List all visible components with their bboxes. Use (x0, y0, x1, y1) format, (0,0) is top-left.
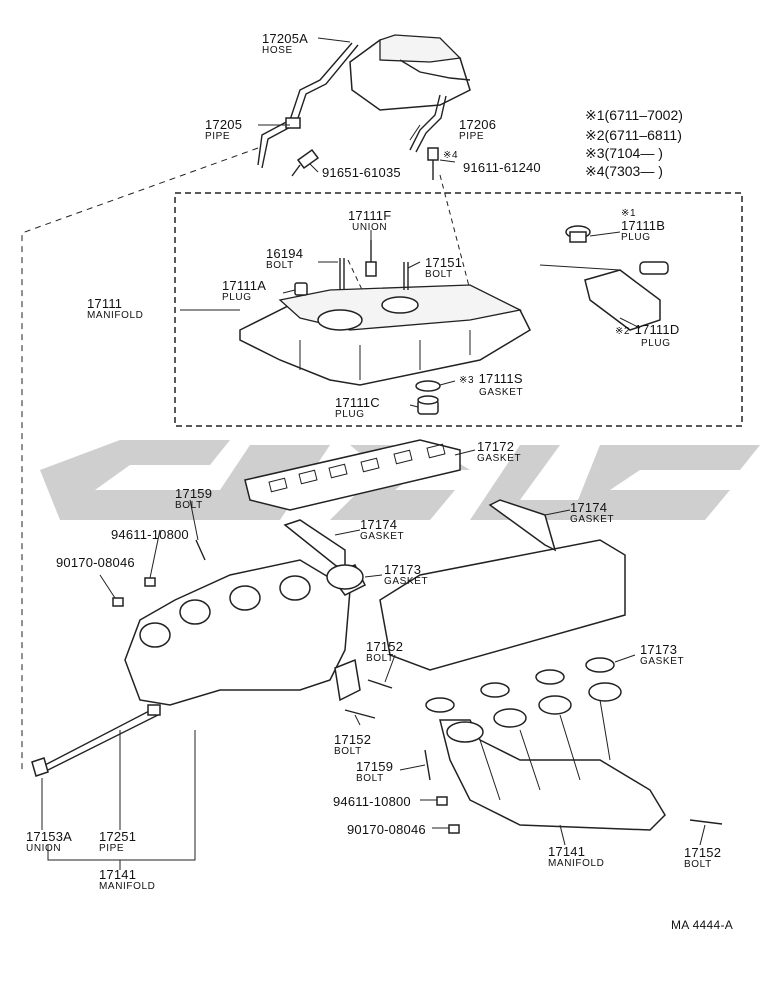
exhaust-manifold-right (439, 682, 666, 831)
gasket-17111S (415, 380, 441, 392)
plug-17111D (639, 261, 669, 275)
gasket-17174-right (488, 499, 557, 552)
stud-17159-left (195, 539, 206, 561)
legend-line-1: ※1(6711–7002) (585, 107, 683, 123)
callout-90170-right: 90170-08046 (347, 822, 426, 837)
callout-94611-left: 94611-10800 (111, 527, 189, 542)
bolt-17152-mid (344, 709, 376, 719)
nut-90170-right (448, 824, 460, 834)
washer-94611-left (144, 577, 156, 587)
bolt-17152-top (367, 679, 393, 689)
upper-manifold-box (174, 192, 743, 427)
bolt-16194 (339, 258, 345, 290)
bolt-91611 (427, 147, 439, 180)
legend-line-2: ※2(6711–6811) (585, 127, 682, 143)
callout-91651: 91651-61035 (322, 165, 401, 180)
washer-94611-right (436, 796, 448, 806)
air-cleaner-assembly (257, 34, 471, 169)
union-17153A-drawing (31, 757, 49, 777)
gasket-17172-drawing (244, 439, 461, 511)
union-17111F (365, 240, 377, 277)
gasket-17173-left (326, 564, 364, 590)
heat-shield (379, 539, 626, 671)
plug-17111C (417, 395, 439, 415)
stud-17159-right (424, 749, 431, 781)
legend-line-3: ※3(7104— ) (585, 145, 663, 161)
upper-intake-manifold-drawing (239, 264, 661, 386)
leader-lines (41, 37, 706, 870)
nut-90170-left (112, 597, 124, 607)
plug-17111A (294, 282, 308, 296)
bolt-17151 (403, 262, 409, 290)
pipe-17251-drawing (44, 707, 161, 771)
gaskets-17173-right (425, 657, 615, 713)
legend-line-4: ※4(7303— ) (585, 163, 663, 179)
gasket-17174-left (283, 519, 346, 572)
callout-94611-right: 94611-10800 (333, 794, 411, 809)
diagram-code: MA 4444-A (671, 918, 734, 932)
bolt-91651 (291, 148, 320, 177)
callout-90170-left: 90170-08046 (56, 555, 135, 570)
plug-17111B (565, 225, 591, 243)
bolt-17152-right (689, 819, 723, 825)
